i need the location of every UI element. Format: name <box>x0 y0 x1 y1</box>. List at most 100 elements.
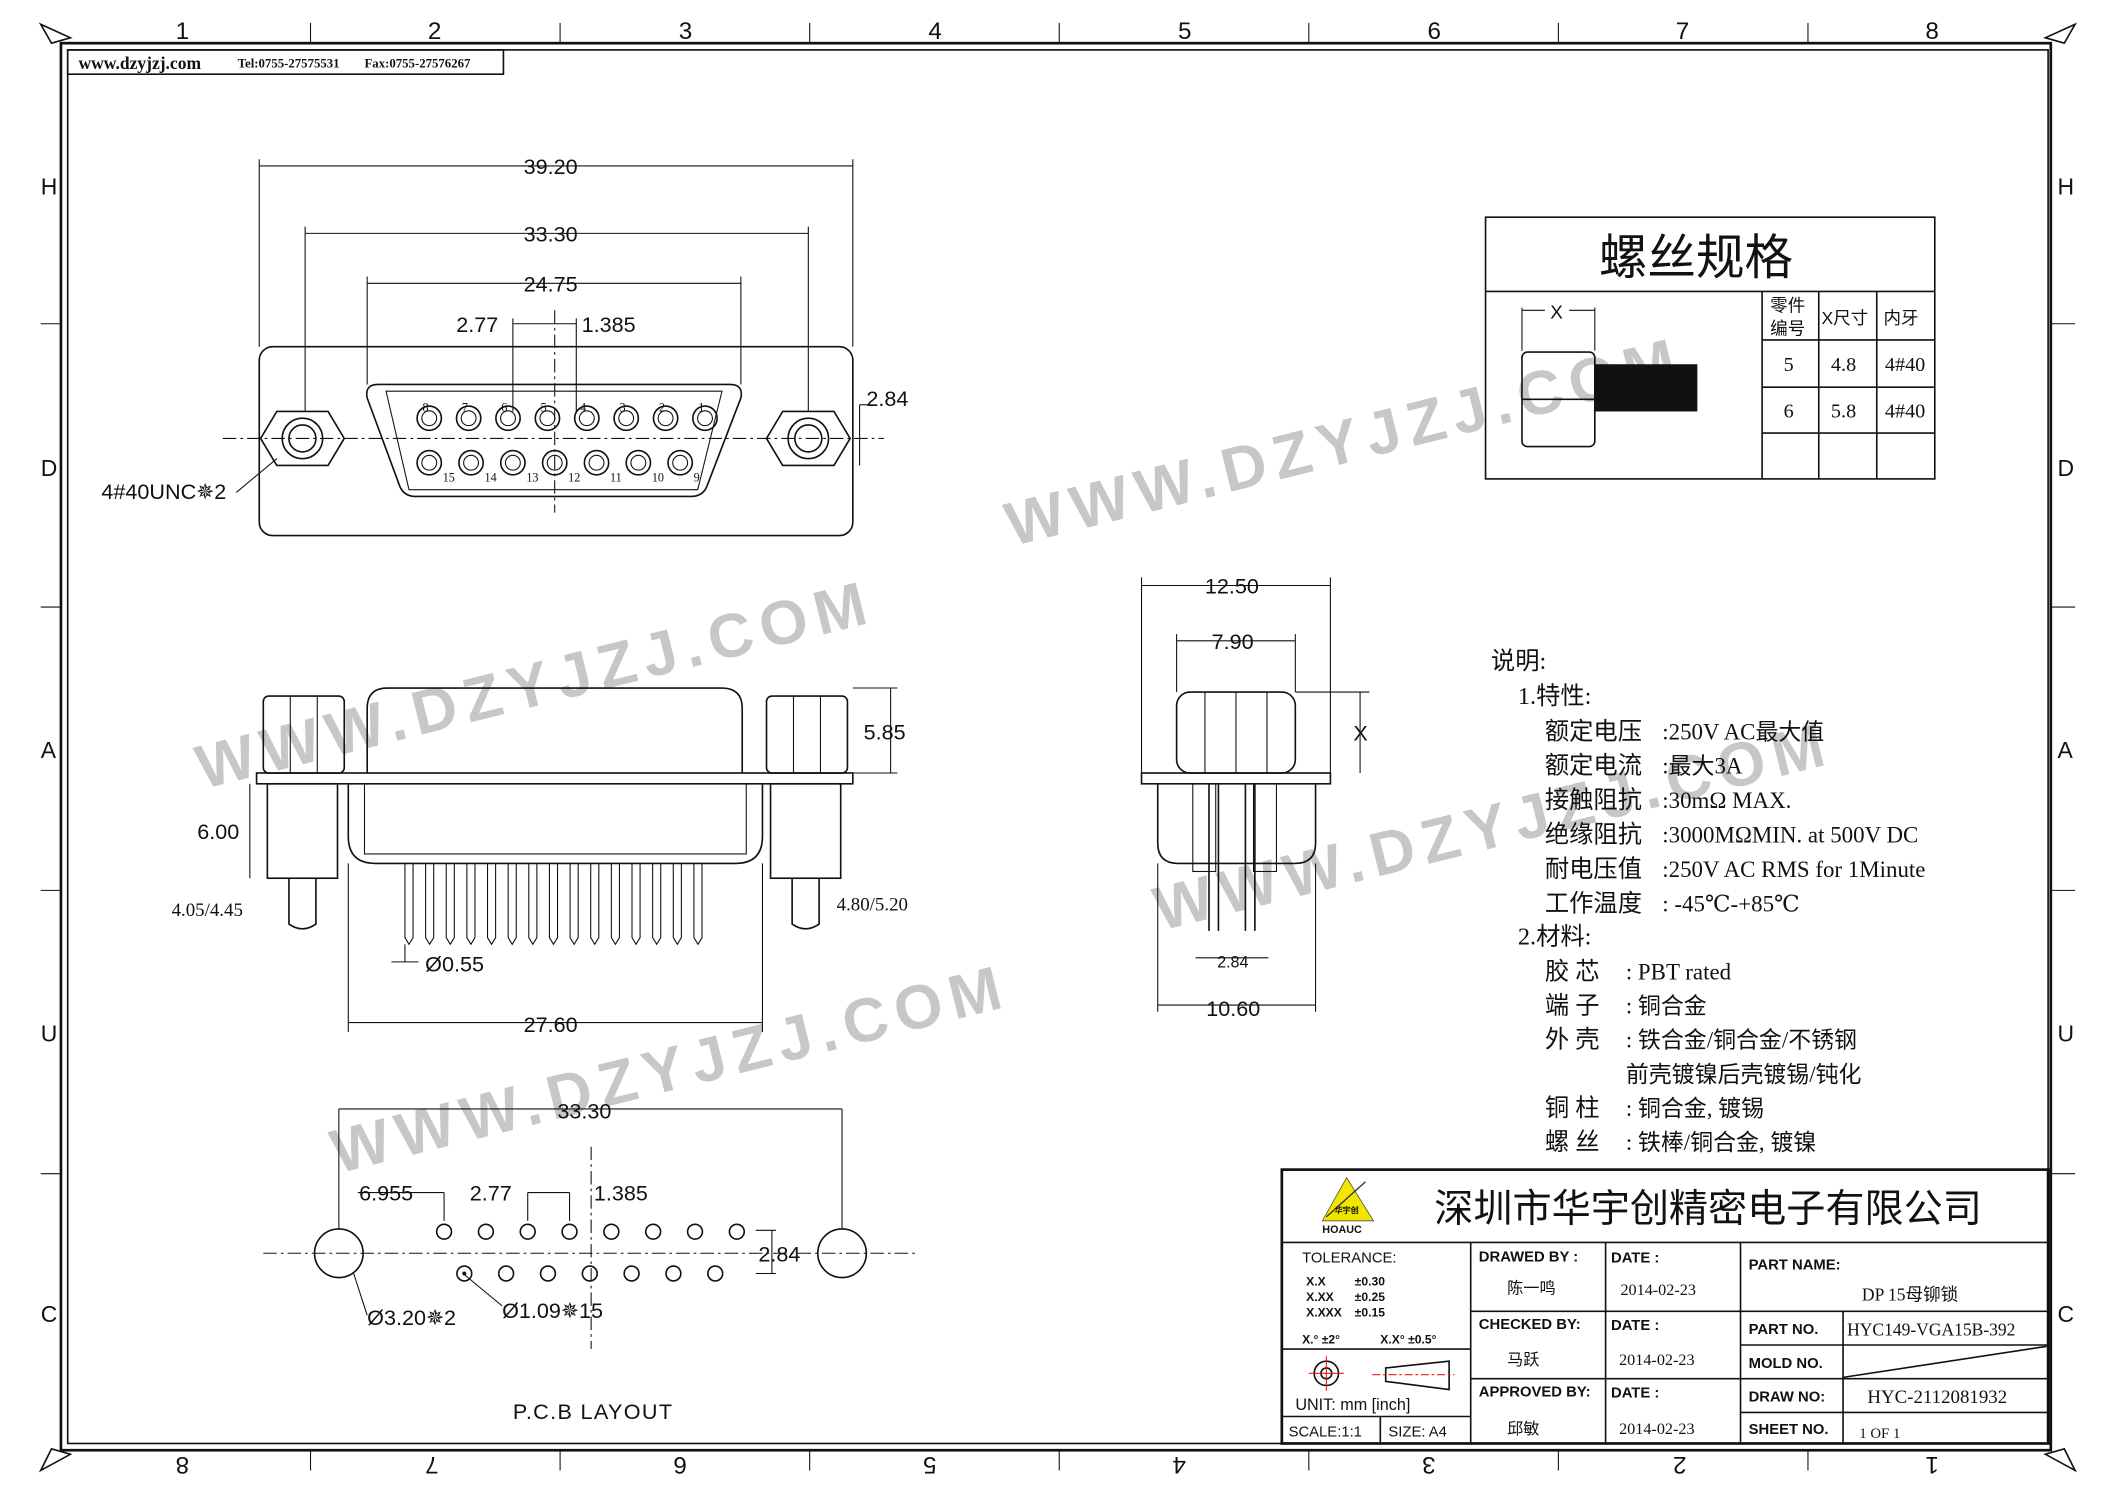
pcb-pin-hole-callout: Ø1.09✵15 <box>502 1298 603 1323</box>
sheet-no: 1 OF 1 <box>1859 1426 1900 1442</box>
pin-number: 12 <box>568 471 580 485</box>
logo-cn: 华宇创 <box>1334 1205 1358 1215</box>
date-label: DATE : <box>1611 1251 1659 1267</box>
pcb-layout: 33.30 6.955 2.77 1.385 2.84 Ø3.20✵2 Ø1.0… <box>263 1098 918 1424</box>
row-marker-left: A <box>41 737 57 763</box>
pin-tail <box>693 863 703 946</box>
header-box: www.dzyjzj.com Tel:0755-27575531 Fax:075… <box>66 49 505 76</box>
title-block: 华宇创 HOAUC 深圳市华宇创精密电子有限公司 TOLERANCE: X.X±… <box>1280 1168 2050 1445</box>
contact-pin-inner <box>672 454 689 471</box>
col-header-x-size: X尺寸 <box>1821 308 1868 328</box>
contact-pin <box>652 405 679 432</box>
column-marker-top: 3 <box>679 18 693 45</box>
col-header-part-no-2: 编号 <box>1770 319 1805 339</box>
material-label: 胶 芯 <box>1545 958 1600 985</box>
notes: 说明: 1.特性: 额定电压:250V AC最大值额定电流:最大3A接触阻抗:3… <box>1491 648 1926 1156</box>
pin-hole <box>581 1265 599 1282</box>
dim-row-spacing: 2.84 <box>866 386 908 411</box>
column-marker-bottom: 5 <box>923 1451 937 1478</box>
pcb-dim-offset: 6.955 <box>359 1181 413 1206</box>
drawed-by-label: DRAWED BY : <box>1479 1249 1578 1265</box>
pin-tail <box>507 863 517 946</box>
material-value: : 铁合金/铜合金/不锈钢 <box>1626 1028 1857 1053</box>
material-value: : 铜合金 <box>1626 994 1707 1019</box>
pin-number: 7 <box>462 400 468 414</box>
column-marker-bottom: 3 <box>1422 1451 1436 1478</box>
col-header-part-no: 零件 <box>1770 296 1805 316</box>
pcb-dim-pin-pitch: 2.77 <box>470 1181 512 1206</box>
dim-pin-pitch: 2.77 <box>456 312 498 337</box>
pin-hole <box>435 1223 453 1240</box>
pin-number: 11 <box>610 471 622 485</box>
dim-overall-width: 39.20 <box>524 154 578 179</box>
part-no-label: PART NO. <box>1749 1322 1819 1338</box>
corner-arrow-icon <box>2043 1447 2077 1473</box>
pin-hole <box>644 1223 662 1240</box>
side-view: 5.85 6.00 4.05/4.45 4.80/5.20 Ø0.55 27.6… <box>172 687 908 1037</box>
website-link[interactable]: www.dzyjzj.com <box>78 53 201 73</box>
pin-hole <box>665 1265 682 1282</box>
notes-section-properties: 1.特性: <box>1518 683 1591 710</box>
company-logo: 华宇创 HOAUC <box>1321 1177 1375 1236</box>
property-value: :250V AC RMS for 1Minute <box>1662 857 1925 882</box>
unit-label: UNIT: mm [inch] <box>1295 1396 1410 1414</box>
row-marker-right: C <box>2058 1301 2075 1327</box>
contact-pin <box>625 449 652 476</box>
property-label: 绝缘阻抗 <box>1545 821 1642 848</box>
pin-tail <box>631 863 641 946</box>
approved-date: 2014-02-23 <box>1619 1421 1694 1438</box>
pin-number: 2 <box>659 400 665 414</box>
material-label: 端 子 <box>1545 993 1600 1020</box>
column-marker-top: 6 <box>1428 18 1442 45</box>
pin-tail <box>590 863 600 946</box>
pin-number: 5 <box>541 400 547 414</box>
column-marker-top: 5 <box>1178 18 1192 45</box>
contact-pin <box>458 449 485 476</box>
pin-tail <box>425 863 435 946</box>
row-marker-left: H <box>41 173 58 199</box>
pin-hole <box>497 1265 515 1282</box>
tolerance-format: X.XXX <box>1306 1306 1342 1320</box>
pin-hole <box>456 1265 473 1282</box>
tolerance-format: X.XX <box>1306 1290 1334 1304</box>
contact-pin-inner <box>630 454 647 471</box>
pin-number: 9 <box>694 471 700 485</box>
dim-flange-pitch: 33.30 <box>524 221 578 246</box>
property-value: :30mΩ MAX. <box>1662 788 1791 813</box>
pin-number: 1 <box>698 400 704 414</box>
contact-pin <box>416 405 443 432</box>
pin-hole <box>728 1223 746 1240</box>
fax-number: Fax:0755-27576267 <box>364 56 471 70</box>
logo-text: HOAUC <box>1322 1224 1362 1236</box>
tolerance-value: ±0.30 <box>1355 1275 1386 1289</box>
angle-tolerance-decimal: X.X° ±0.5° <box>1380 1333 1436 1347</box>
angle-tolerance: X.° ±2° <box>1302 1333 1340 1347</box>
pin-hole <box>539 1265 557 1282</box>
phone-number: Tel:0755-27575531 <box>238 56 340 70</box>
property-label: 额定电流 <box>1545 753 1642 780</box>
column-marker-bottom: 7 <box>425 1451 439 1478</box>
contact-pin <box>499 449 526 476</box>
contact-pin-inner <box>421 410 438 427</box>
part-name: DP 15母铆锁 <box>1862 1284 1958 1304</box>
mold-no-label: MOLD NO. <box>1749 1356 1823 1372</box>
dim-flange: 12.50 <box>1205 574 1259 599</box>
pcb-layout-title: P.C.B LAYOUT <box>513 1399 674 1424</box>
pin-tail <box>466 863 476 946</box>
contact-pin-inner <box>504 454 521 471</box>
property-value: : -45℃-+85℃ <box>1662 891 1799 916</box>
corner-arrow-icon <box>38 1447 73 1473</box>
dim-pin-row: 2.84 <box>1217 953 1248 971</box>
company-name: 深圳市华宇创精密电子有限公司 <box>1434 1188 1982 1231</box>
property-label: 耐电压值 <box>1545 856 1642 883</box>
pin-hole <box>686 1223 704 1240</box>
dim-right-tail: 4.80/5.20 <box>837 895 908 916</box>
dim-half-pitch: 1.385 <box>582 312 636 337</box>
pin-number: 8 <box>422 400 428 414</box>
pin-tail <box>672 863 682 946</box>
dim-standoff: 6.00 <box>197 819 239 844</box>
pin-hole <box>707 1265 724 1282</box>
tolerance-value: ±0.25 <box>1355 1290 1386 1304</box>
